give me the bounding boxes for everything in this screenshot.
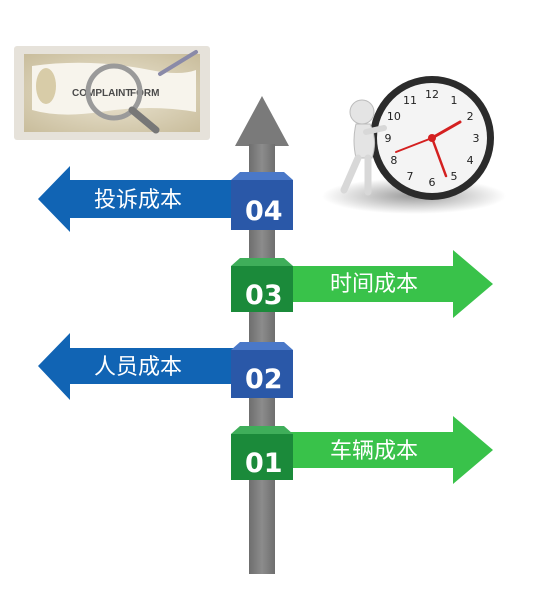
timeline-pole xyxy=(235,96,289,574)
complaint-form-image: COMPLAINT FORM xyxy=(14,46,210,140)
step-label-02: 人员成本 xyxy=(94,355,182,380)
badge-03 xyxy=(231,266,293,312)
pole-arrowhead xyxy=(235,96,289,146)
person-figure xyxy=(340,99,387,196)
clock-hand-hour xyxy=(430,120,462,140)
clock-numeral: 12 xyxy=(425,88,439,101)
clock-numeral: 6 xyxy=(429,176,436,189)
step-04: 投诉成本 04 xyxy=(38,166,293,232)
step-label-04: 投诉成本 xyxy=(94,188,182,213)
badge-04 xyxy=(231,180,293,230)
step-number-04: 04 xyxy=(245,196,283,227)
complaint-text-left: COMPLAINT xyxy=(72,88,131,99)
clock-numeral: 9 xyxy=(385,132,392,145)
magnifier-icon xyxy=(85,63,143,121)
step-label-03: 时间成本 xyxy=(330,272,418,297)
step-03: 时间成本 03 xyxy=(231,250,493,318)
step-02: 人员成本 02 xyxy=(38,333,293,400)
clock-numeral: 3 xyxy=(473,132,480,145)
clock-numeral: 5 xyxy=(451,170,458,183)
step-label-01: 车辆成本 xyxy=(330,439,418,464)
arrow-right-01 xyxy=(275,416,493,484)
clock-hand-minute xyxy=(430,136,448,178)
step-number-02: 02 xyxy=(245,364,283,395)
badge-01 xyxy=(231,434,293,480)
clock-numeral: 1 xyxy=(451,94,458,107)
clock-numeral: 11 xyxy=(403,94,417,107)
clock-numeral: 8 xyxy=(390,154,397,167)
pen-icon xyxy=(158,50,198,76)
badge-02 xyxy=(231,350,293,398)
clock-numeral: 2 xyxy=(467,110,474,123)
clock-numeral: 10 xyxy=(387,110,401,123)
step-01: 车辆成本 01 xyxy=(231,416,493,484)
arrow-left-04 xyxy=(38,166,249,232)
clock-hand-second xyxy=(395,137,433,153)
step-number-01: 01 xyxy=(245,448,283,479)
clock-numeral: 4 xyxy=(467,154,474,167)
arrow-right-03 xyxy=(275,250,493,318)
arrow-left-02 xyxy=(38,333,249,400)
step-number-03: 03 xyxy=(245,280,283,311)
clock-numeral: 7 xyxy=(407,170,414,183)
complaint-text-right: FORM xyxy=(130,88,159,99)
